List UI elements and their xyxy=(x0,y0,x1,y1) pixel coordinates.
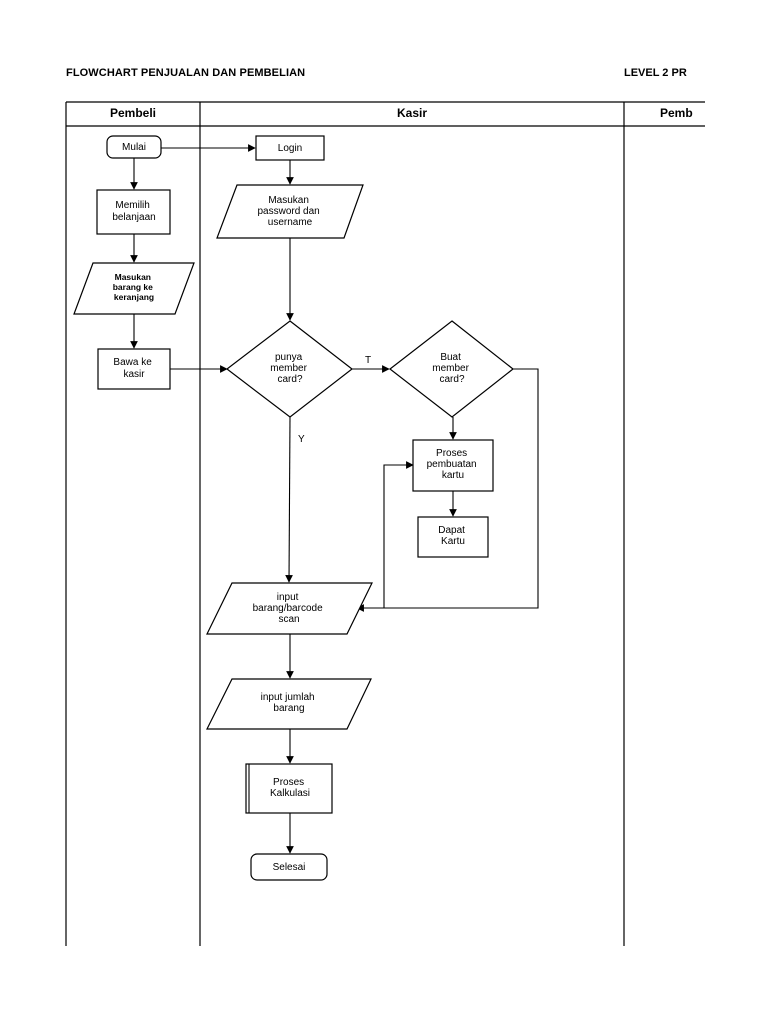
node-buat-member-line-2: member xyxy=(432,363,469,374)
edge-input-barang-proses-pembuatan xyxy=(357,461,414,609)
node-input-barang: input barang/barcode scan xyxy=(206,582,373,635)
svg-text:Masukan barang ke: Masukan barang ke keranjang xyxy=(113,272,156,302)
node-buat-member-line-1: Buat xyxy=(440,352,461,363)
node-mulai-line-1: Mulai xyxy=(122,142,146,153)
edge-label-t: T xyxy=(365,355,371,366)
edge-punya-member-input-barang xyxy=(285,416,293,583)
svg-text:input jumlah barang: input jumlah barang xyxy=(261,692,318,714)
svg-text:Dapat Kartu: Dapat Kartu xyxy=(438,525,467,547)
edge-buat-member-input-barang xyxy=(356,368,539,612)
page-title: FLOWCHART PENJUALAN DAN PEMBELIAN xyxy=(66,67,306,79)
node-login-line-1: Login xyxy=(278,143,302,154)
node-proses-kalkulasi-line-2: Kalkulasi xyxy=(270,788,310,799)
node-buat-member-line-3: card? xyxy=(439,374,464,385)
node-proses-pembuatan: Proses pembuatan kartu xyxy=(412,439,494,492)
svg-text:input barang/barcode: input barang/barcode scan xyxy=(253,592,326,625)
node-punya-member-line-1: punya xyxy=(275,352,303,363)
node-masukan-barang-line-1: Masukan xyxy=(115,272,151,282)
lane-header-pembeli: Pembeli xyxy=(110,106,156,120)
svg-text:Masukan password dan: Masukan password dan username xyxy=(257,195,322,228)
lane-header-pemb: Pemb xyxy=(660,106,693,120)
svg-text:Buat member card?: Buat member card? xyxy=(432,352,471,385)
node-selesai: Selesai xyxy=(250,853,328,881)
node-bawa-line-1: Bawa ke xyxy=(113,357,152,368)
node-proses-pembuatan-line-1: Proses xyxy=(436,448,467,459)
node-memilih-line-1: Memilih xyxy=(115,200,149,211)
svg-text:Bawa ke kasir: Bawa ke kasir xyxy=(113,357,154,380)
node-memilih: Memilih belanjaan xyxy=(96,189,171,235)
svg-text:Login: Login xyxy=(278,143,302,154)
node-login: Login xyxy=(255,135,325,161)
node-input-barang-line-3: scan xyxy=(278,614,299,625)
node-input-barang-line-2: barang/barcode xyxy=(253,603,323,614)
svg-text:Proses pembuatan k: Proses pembuatan kartu xyxy=(427,448,480,481)
node-proses-kalkulasi-line-1: Proses xyxy=(273,777,304,788)
node-bawa-line-2: kasir xyxy=(123,369,145,380)
svg-text:Mulai: Mulai xyxy=(122,142,146,153)
node-punya-member-line-2: member xyxy=(270,363,307,374)
node-masukan-password-line-2: password dan xyxy=(257,206,319,217)
node-masukan-barang-line-2: barang ke xyxy=(113,282,153,292)
lane-header-kasir: Kasir xyxy=(397,106,427,120)
node-input-jumlah-line-2: barang xyxy=(273,703,304,714)
edge-label-y: Y xyxy=(298,434,305,445)
swimlane-frame xyxy=(65,101,705,946)
node-masukan-password-line-1: Masukan xyxy=(268,195,309,206)
svg-text:Selesai: Selesai xyxy=(273,862,306,873)
node-buat-member: Buat member card? xyxy=(389,320,514,418)
node-input-jumlah: input jumlah barang xyxy=(206,678,372,730)
node-proses-pembuatan-line-2: pembuatan xyxy=(427,459,477,470)
node-input-barang-line-1: input xyxy=(277,592,299,603)
node-proses-kalkulasi: Proses Kalkulasi xyxy=(245,763,333,814)
node-masukan-barang-line-3: keranjang xyxy=(114,292,154,302)
node-proses-pembuatan-line-3: kartu xyxy=(442,470,464,481)
edges xyxy=(130,144,539,854)
node-memilih-line-2: belanjaan xyxy=(112,212,155,223)
node-mulai: Mulai xyxy=(106,135,162,159)
node-bawa: Bawa ke kasir xyxy=(97,348,171,390)
node-masukan-barang: Masukan barang ke keranjang xyxy=(73,262,195,315)
page-level-label: LEVEL 2 PR xyxy=(624,67,687,79)
svg-text:Proses Kalkulasi: Proses Kalkulasi xyxy=(270,777,310,799)
node-input-jumlah-line-1: input jumlah xyxy=(261,692,315,703)
node-dapat-kartu-line-1: Dapat xyxy=(438,525,465,536)
node-dapat-kartu: Dapat Kartu xyxy=(417,516,489,558)
svg-text:Memilih belanjaan: Memilih belanjaan xyxy=(112,200,155,223)
node-masukan-password: Masukan password dan username xyxy=(216,184,364,239)
node-selesai-line-1: Selesai xyxy=(273,862,306,873)
node-masukan-password-line-3: username xyxy=(268,217,313,228)
node-punya-member-line-3: card? xyxy=(277,374,302,385)
svg-text:punya member card?: punya member card? xyxy=(270,352,309,385)
node-punya-member: punya member card? xyxy=(226,320,353,418)
node-dapat-kartu-line-2: Kartu xyxy=(441,536,465,547)
